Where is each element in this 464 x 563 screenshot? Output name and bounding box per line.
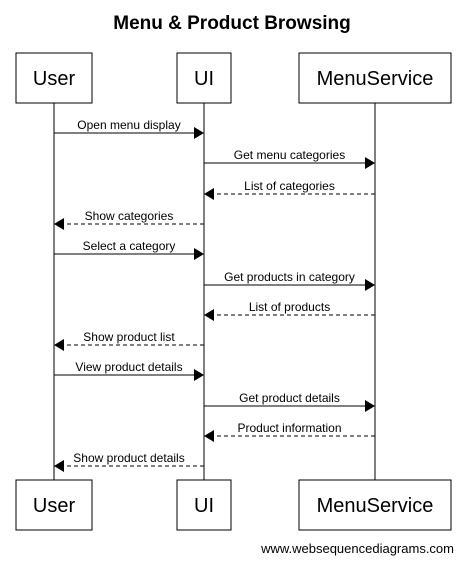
message-label: Show categories <box>85 209 174 223</box>
participant-menu-service-top: MenuService <box>298 52 452 104</box>
message-label: Get product details <box>239 391 340 405</box>
message-label: Select a category <box>83 239 176 253</box>
participant-box <box>298 52 452 104</box>
arrowhead-icon <box>194 127 204 139</box>
arrowhead-icon <box>365 157 375 169</box>
participant-box <box>15 52 93 104</box>
message-label: Show product list <box>83 330 175 344</box>
arrowhead-icon <box>365 400 375 412</box>
message-label: List of products <box>249 300 330 314</box>
message-8: Show product list <box>54 330 204 351</box>
message-label: Get products in category <box>224 270 355 284</box>
message-10: Get product details <box>204 391 375 412</box>
arrowhead-icon <box>194 248 204 260</box>
message-7: List of products <box>204 300 375 321</box>
participant-label: UI <box>194 495 214 517</box>
message-6: Get products in category <box>204 270 375 291</box>
participant-user-bottom: User <box>15 479 93 531</box>
message-9: View product details <box>54 360 204 381</box>
message-label: List of categories <box>244 179 335 193</box>
participant-label: MenuService <box>317 495 434 517</box>
participant-label: User <box>33 495 76 517</box>
message-11: Product information <box>204 421 375 442</box>
message-label: View product details <box>75 360 182 374</box>
participant-menu-service-bottom: MenuService <box>298 479 452 531</box>
arrowhead-icon <box>365 279 375 291</box>
message-label: Open menu display <box>77 118 180 132</box>
diagram-title: Menu & Product Browsing <box>113 13 351 34</box>
message-label: Show product details <box>73 451 184 465</box>
message-label: Get menu categories <box>234 148 345 162</box>
message-1: Open menu display <box>54 118 204 139</box>
arrowhead-icon <box>54 339 64 351</box>
message-5: Select a category <box>54 239 204 260</box>
participant-user-top: User <box>15 52 93 104</box>
participant-ui-bottom: UI <box>176 479 232 531</box>
participant-box <box>298 479 452 531</box>
message-label: Product information <box>237 421 341 435</box>
participant-label: User <box>33 68 76 90</box>
lifelines <box>53 103 376 480</box>
participant-ui-top: UI <box>176 52 232 104</box>
message-4: Show categories <box>54 209 204 230</box>
participant-box <box>15 479 93 531</box>
arrowhead-icon <box>54 218 64 230</box>
watermark-text: www.websequencediagrams.com <box>260 541 454 556</box>
arrowhead-icon <box>204 309 214 321</box>
participant-label: MenuService <box>317 68 434 90</box>
arrowhead-icon <box>204 430 214 442</box>
participant-label: UI <box>194 68 214 90</box>
arrowhead-icon <box>54 460 64 472</box>
message-12: Show product details <box>54 451 204 472</box>
participant-box <box>176 52 232 104</box>
arrowhead-icon <box>204 188 214 200</box>
arrowhead-icon <box>194 369 204 381</box>
message-3: List of categories <box>204 179 375 200</box>
participant-box <box>176 479 232 531</box>
message-2: Get menu categories <box>204 148 375 169</box>
